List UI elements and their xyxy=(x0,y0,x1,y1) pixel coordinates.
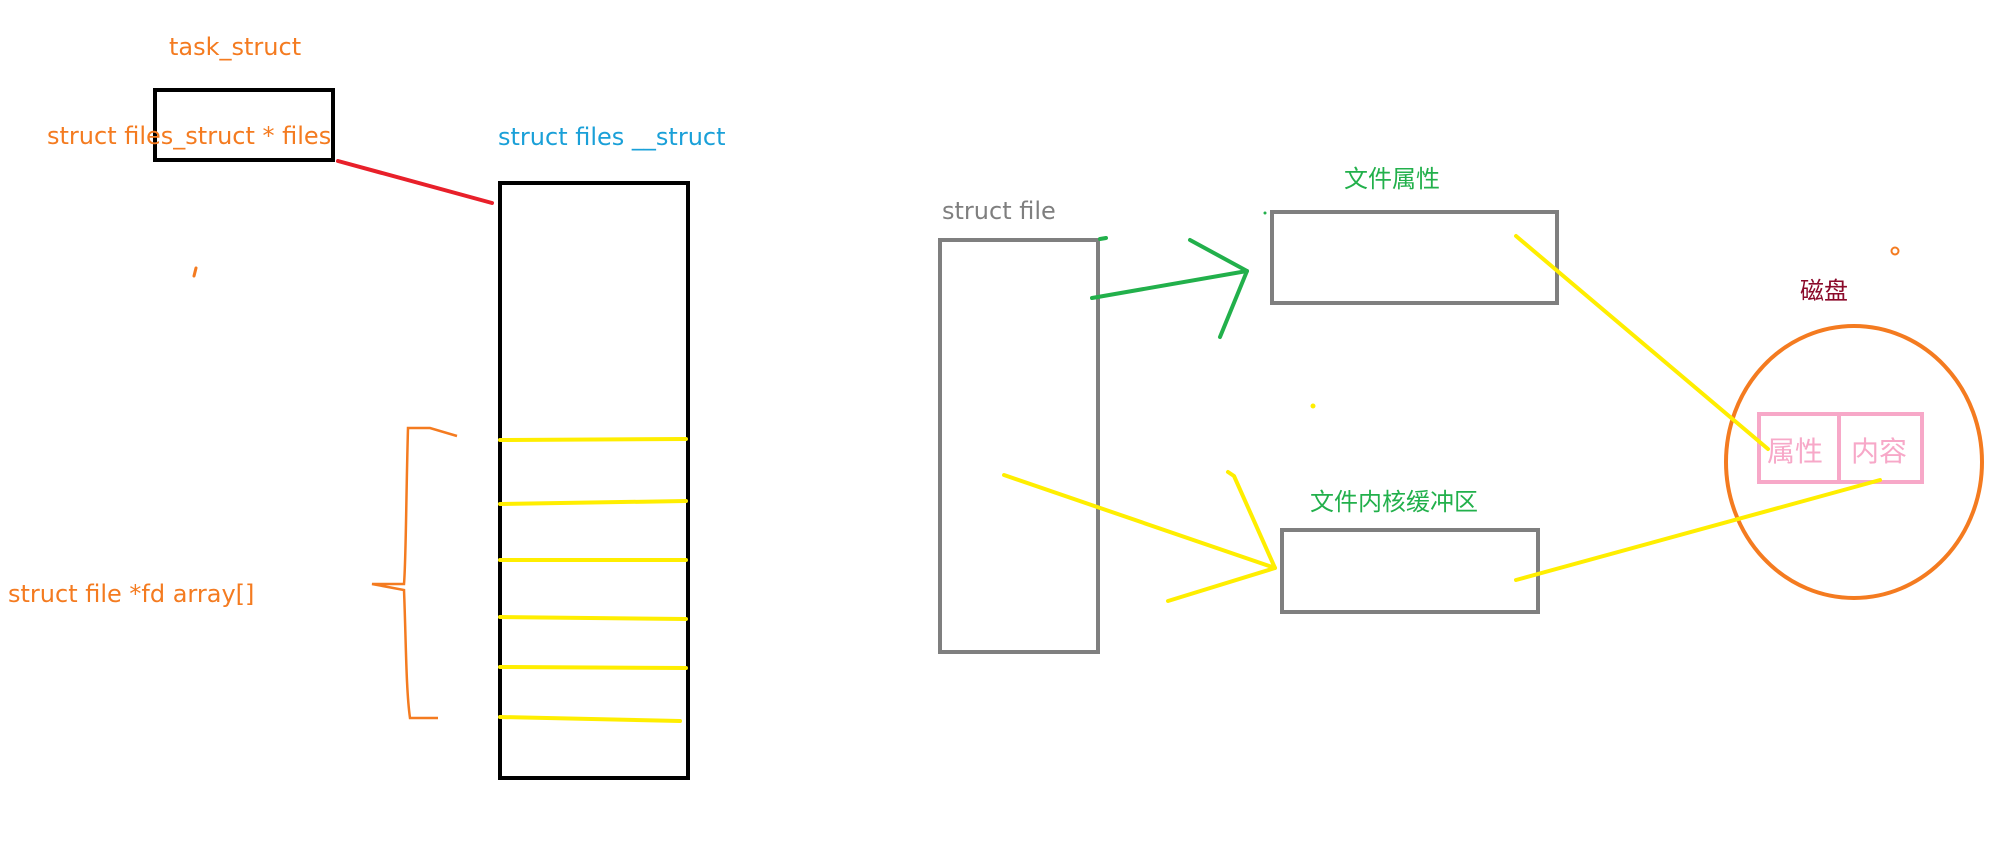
attr-arrow xyxy=(1090,236,1249,339)
fd-slot xyxy=(498,615,688,621)
struct-file-label: struct file xyxy=(942,197,1056,225)
disk-content-label: 内容 xyxy=(1851,435,1907,468)
fd-slot xyxy=(498,437,688,442)
kernel-buffer-label: 文件内核缓冲区 xyxy=(1310,488,1478,516)
curly-brace xyxy=(371,426,458,720)
fd-array-label: struct file *fd array[] xyxy=(8,580,254,608)
disk-circle xyxy=(1724,324,1984,600)
kernel-buffer-box xyxy=(1280,528,1540,614)
buffer-to-disk-line xyxy=(1514,478,1882,582)
buffer-arrow xyxy=(1002,470,1277,603)
disk-attr-label: 属性 xyxy=(1767,435,1823,468)
fd-slot xyxy=(498,715,682,723)
struct-file-box xyxy=(938,238,1100,654)
files-struct-label: struct files __struct xyxy=(498,123,726,151)
task-struct-label: task_struct xyxy=(169,33,301,61)
stray-mark xyxy=(192,266,198,278)
pointer-line xyxy=(336,159,494,205)
file-attr-box xyxy=(1270,210,1559,305)
files-pointer-label: struct files_struct * files xyxy=(47,122,331,150)
stray-dot xyxy=(1890,246,1900,256)
fd-slot xyxy=(498,499,688,506)
fd-slot xyxy=(498,665,688,670)
disk-content-box xyxy=(1837,412,1924,484)
fd-array-slots xyxy=(498,437,688,723)
task-struct-box xyxy=(153,88,335,162)
disk-label: 磁盘 xyxy=(1800,277,1848,305)
files-struct-box xyxy=(498,181,690,780)
stray-dot xyxy=(1263,211,1267,215)
file-attr-label: 文件属性 xyxy=(1344,165,1440,193)
stray-dot xyxy=(1310,403,1316,409)
attr-to-disk-line xyxy=(1514,234,1770,451)
